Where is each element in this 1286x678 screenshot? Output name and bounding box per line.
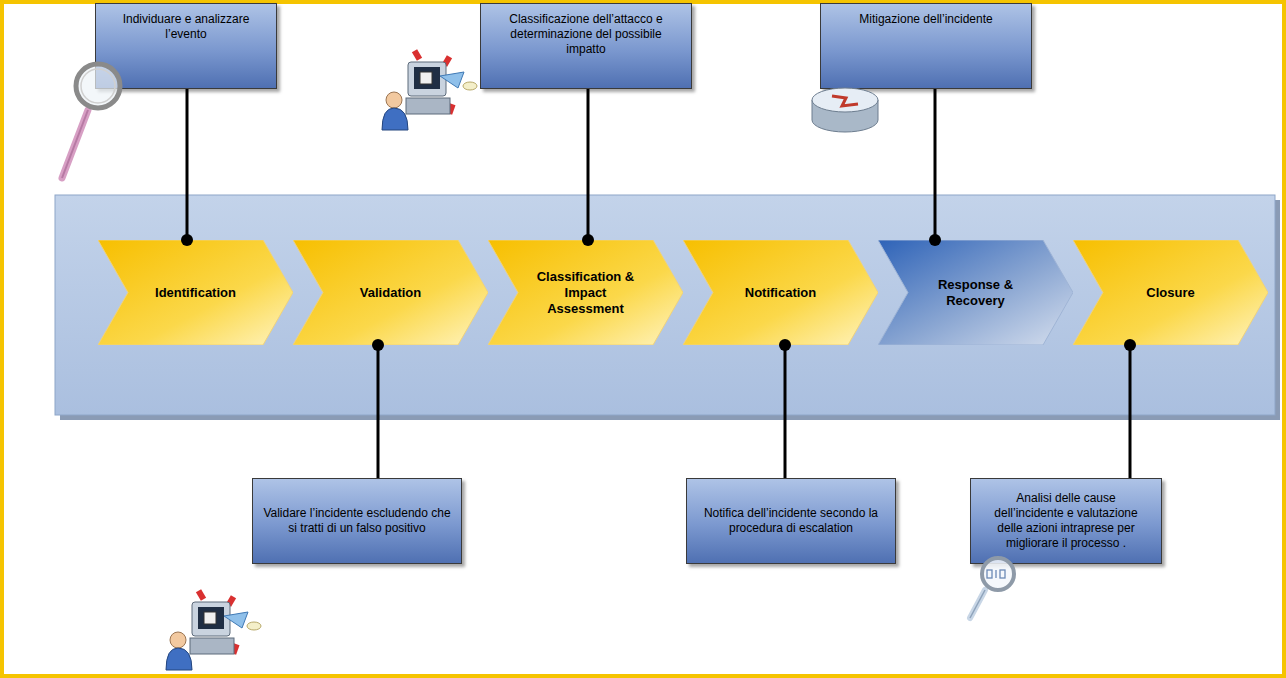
callout-text: Mitigazione dell’incidente [831, 12, 1021, 27]
magnifier-binary-icon [970, 558, 1014, 618]
leader-connector [1124, 339, 1136, 478]
callout-box: Individuare e analizzare l’evento [95, 3, 277, 89]
process-chevron: Classification & Impact Assessment [488, 240, 683, 345]
callout-text: Notifica dell’incidente secondo la proce… [697, 506, 885, 536]
process-chevron: Validation [293, 240, 488, 345]
process-band [55, 195, 1275, 415]
callout-text: Analisi delle cause dell’incidente e val… [981, 491, 1151, 551]
step-label: Classification & Impact Assessment [526, 269, 645, 317]
step-label: Identification [155, 285, 236, 301]
callout-box: Validare l’incidente escludendo che si t… [252, 478, 462, 564]
leader-connector [181, 89, 193, 246]
step-label: Validation [360, 285, 421, 301]
step-label: Response & Recovery [916, 277, 1035, 309]
callout-text: Validare l’incidente escludendo che si t… [263, 506, 451, 536]
callout-text: Classificazione dell’attacco e determina… [491, 12, 681, 57]
disk-icon [812, 88, 878, 132]
process-chevron: Closure [1073, 240, 1268, 345]
computer-user-icon [382, 49, 477, 130]
leader-connector [582, 89, 594, 246]
magnifier-icon [62, 64, 120, 178]
callout-box: Mitigazione dell’incidente [820, 3, 1032, 89]
callout-box: Classificazione dell’attacco e determina… [480, 3, 692, 89]
callout-text: Individuare e analizzare l’evento [106, 12, 266, 42]
leader-connector [372, 339, 384, 478]
callout-box: Notifica dell’incidente secondo la proce… [686, 478, 896, 564]
callout-box: Analisi delle cause dell’incidente e val… [970, 478, 1162, 564]
leader-connector [929, 89, 941, 246]
computer-user-icon [166, 589, 261, 670]
process-chevron: Identification [98, 240, 293, 345]
leader-connector [779, 339, 791, 478]
process-chevron: Response & Recovery [878, 240, 1073, 345]
step-label: Closure [1146, 285, 1194, 301]
process-chevron: Notification [683, 240, 878, 345]
step-label: Notification [745, 285, 817, 301]
